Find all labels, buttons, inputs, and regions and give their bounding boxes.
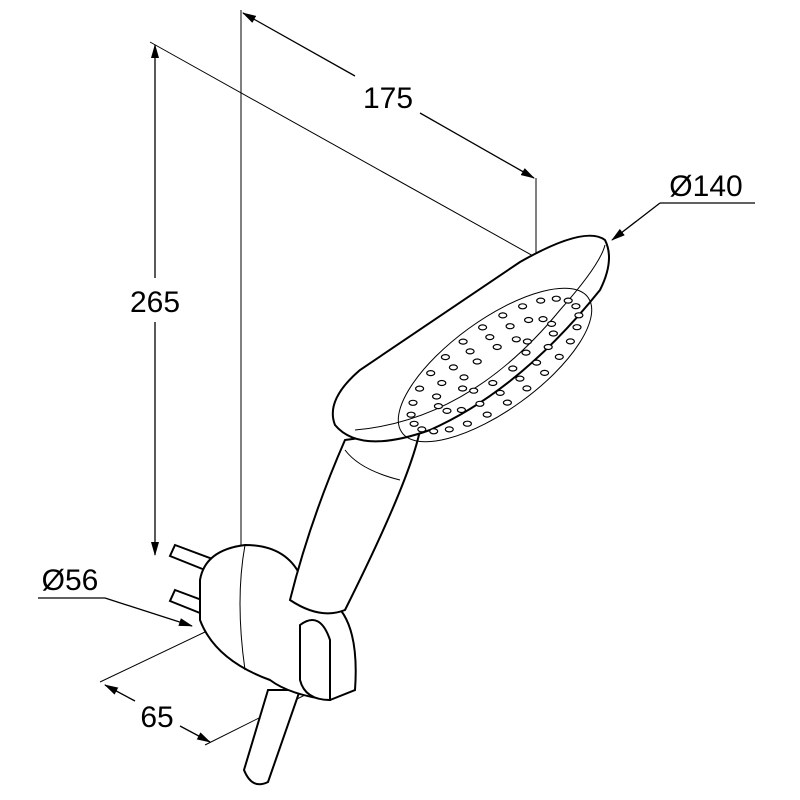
- dim-label-d56: Ø56: [42, 564, 99, 597]
- spray-nozzles: [406, 295, 584, 435]
- nozzle: [442, 407, 452, 414]
- nozzle: [459, 374, 469, 381]
- dimension-175: 175: [242, 12, 535, 179]
- nozzle: [415, 385, 425, 392]
- nozzle: [409, 420, 419, 427]
- nozzle: [498, 312, 508, 319]
- nozzle: [505, 323, 515, 330]
- nozzle: [565, 338, 576, 345]
- hose: [242, 689, 302, 786]
- nozzle: [522, 385, 532, 392]
- nozzle: [551, 295, 561, 302]
- nozzle: [426, 370, 436, 377]
- nozzle: [465, 348, 475, 355]
- nozzle: [492, 343, 502, 351]
- dimension-65: 65: [104, 684, 211, 743]
- nozzle: [517, 303, 528, 310]
- nozzle: [521, 349, 531, 356]
- nozzle: [543, 343, 553, 351]
- nozzle: [440, 354, 450, 361]
- nozzle: [433, 403, 443, 410]
- nozzle: [444, 426, 454, 433]
- nozzle: [531, 359, 542, 366]
- nozzle: [469, 387, 479, 394]
- nozzle: [548, 330, 559, 337]
- dim-label-65: 65: [140, 701, 173, 734]
- nozzle: [538, 316, 548, 323]
- nozzle: [554, 353, 564, 360]
- nozzle: [574, 312, 584, 319]
- dim-label-265: 265: [130, 286, 180, 319]
- nozzle: [563, 297, 573, 304]
- nozzle: [437, 379, 447, 387]
- nozzle: [495, 389, 505, 396]
- nozzle: [475, 400, 485, 407]
- nozzle: [429, 428, 439, 435]
- nozzle: [511, 336, 521, 343]
- nozzle: [522, 338, 533, 345]
- nozzle: [478, 324, 488, 331]
- nozzle: [458, 338, 468, 345]
- nozzle: [482, 411, 492, 418]
- nozzle: [432, 393, 442, 400]
- nozzle: [488, 379, 498, 387]
- dimension-265: 265: [130, 44, 180, 556]
- dimension-d56: Ø56: [38, 564, 193, 627]
- nozzle: [448, 364, 458, 371]
- nozzle: [502, 399, 512, 406]
- nozzle: [485, 334, 495, 341]
- nozzle: [572, 324, 582, 331]
- dimension-d140: Ø140: [611, 170, 755, 241]
- wall-holder: [199, 543, 357, 702]
- nozzle: [508, 365, 518, 372]
- nozzle: [406, 411, 416, 418]
- dim-label-175: 175: [363, 82, 413, 115]
- nozzle: [472, 358, 482, 365]
- shower-head: [331, 234, 610, 443]
- nozzle: [571, 303, 581, 310]
- handle: [288, 428, 422, 615]
- nozzle: [408, 399, 418, 406]
- nozzle: [458, 385, 468, 392]
- dim-label-d140: Ø140: [669, 170, 742, 203]
- nozzle: [417, 426, 427, 433]
- nozzle: [536, 297, 546, 304]
- nozzle: [546, 320, 557, 327]
- nozzle: [539, 369, 550, 376]
- nozzle: [523, 316, 534, 324]
- nozzle: [456, 406, 466, 414]
- nozzle: [515, 375, 525, 382]
- nozzle: [462, 420, 472, 427]
